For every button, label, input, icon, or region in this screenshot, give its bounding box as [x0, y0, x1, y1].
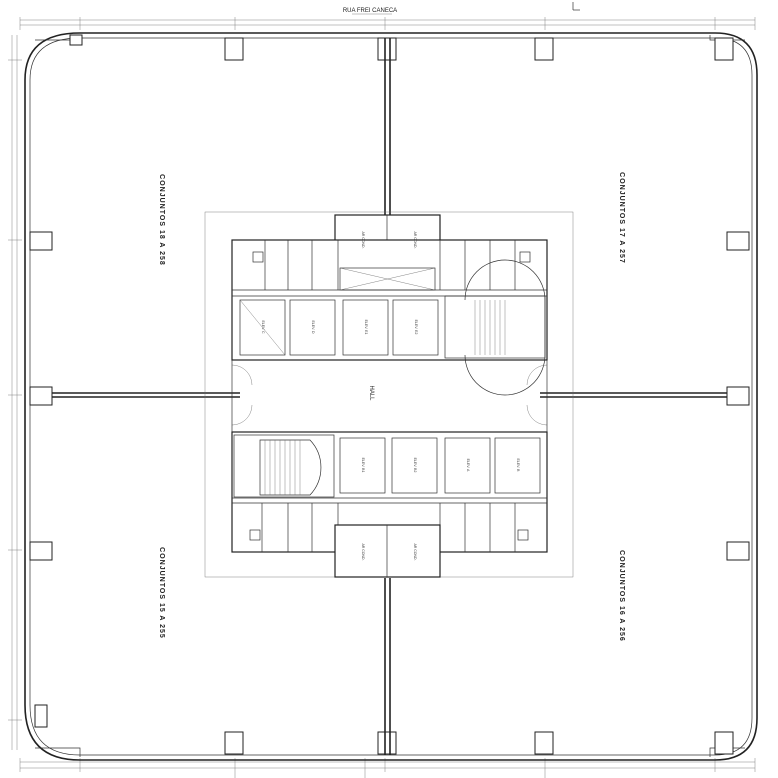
elevator-label: ELEV. B2	[413, 458, 417, 473]
bottom-dimension-lines	[19, 758, 756, 778]
elevator-label: ELEV. E2	[414, 320, 418, 335]
left-dimension-lines	[8, 35, 22, 750]
elevator-label: ELEV. B	[516, 459, 520, 473]
street-label: RUA FREI CANECA	[343, 8, 397, 14]
unit-label-bottom-left: CONJUNTOS 15 A 255	[158, 547, 165, 639]
elevator-label: ELEV. A	[466, 459, 470, 472]
core-upper	[231, 214, 548, 396]
elevator-label: ELEV. C	[261, 320, 265, 334]
core-lower	[231, 431, 548, 578]
shaft-label: AR COND.	[413, 231, 417, 248]
shaft-label: AR COND.	[361, 543, 365, 560]
unit-label-bottom-right: CONJUNTOS 16 A 256	[618, 550, 625, 642]
elevator-label: ELEV. B1	[361, 458, 365, 473]
unit-label-top-left: CONJUNTOS 18 A 258	[158, 174, 165, 266]
shaft-label: AR COND.	[361, 231, 365, 248]
shaft-label: AR COND.	[413, 543, 417, 560]
perimeter-columns	[29, 34, 750, 755]
hall-doors	[231, 360, 548, 432]
unit-dividing-walls	[52, 38, 727, 755]
unit-label-top-right: CONJUNTOS 17 A 257	[618, 172, 625, 264]
elevator-label: ELEV. D	[311, 320, 315, 334]
elevator-label: ELEV. E1	[364, 320, 368, 335]
top-dimension-lines	[19, 17, 756, 30]
hall-label: HALL	[368, 385, 374, 401]
